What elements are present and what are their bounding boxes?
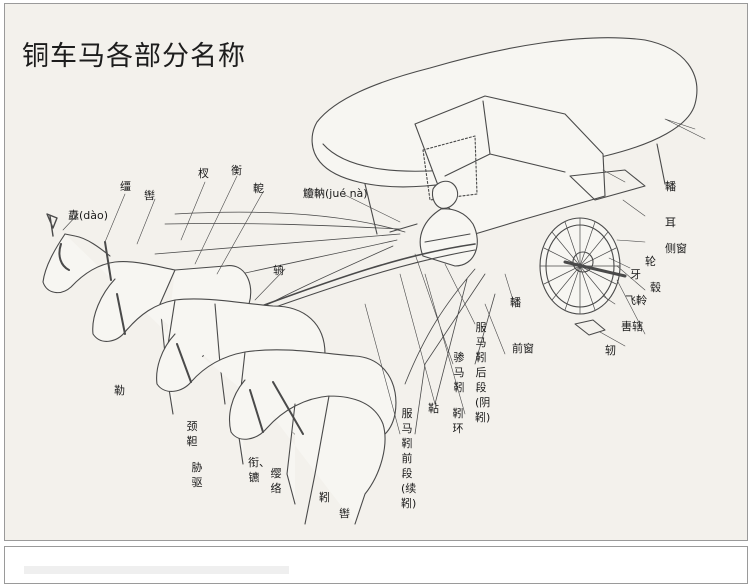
label-zhou: 辀 [273,264,284,277]
label-e: 軶 [253,182,264,195]
caption-box [4,546,748,584]
label-fuma-houduan: 服马靷后段(阴靷) [475,321,491,424]
label-jingtuo: 颈靼 [186,420,198,448]
page-title: 铜车马各部分名称 [22,41,246,72]
label-canma-yin: 骖马靷 [453,351,465,394]
label-xiequ: 胁驱 [191,461,203,489]
label-juena: 觼軜(jué nà) [303,187,368,200]
label-cheng2: 辔 [339,507,350,520]
label-xiantuan: 䩞 [428,402,439,415]
label-fan: 轓 [510,296,521,309]
label-jiang: 缰 [120,180,131,193]
label-fuma-qianduan: 服马靷前段(续靷) [401,407,417,510]
label-cechuang: 侧窗 [665,242,687,255]
label-heng: 衡 [231,164,242,177]
chariot-drawing [42,37,706,525]
label-cheng: 辔 [144,189,155,202]
label-ya: 牙 [630,268,641,281]
label-xianbiao: 衔、镳 [248,456,270,484]
caption-placeholder [24,566,289,574]
label-er: 耳 [665,216,676,229]
label-fan2: 轓 [665,180,676,193]
label-gu: 毂 [650,281,661,294]
label-yinhuan: 靷环 [452,407,464,435]
label-yingluo: 缨络 [270,467,282,495]
label-dao: 纛(dào) [68,209,109,222]
label-le: 勒 [114,384,125,397]
label-ren: 轫 [605,344,616,357]
label-wei-xia: 軎辖 [621,320,643,333]
label-lun: 轮 [645,255,656,268]
diagram-frame: 铜车马各部分名称 纛(dào) 缰 辔 杈 衡 軶 觼軜(jué nà) 辀 勒… [4,3,748,541]
label-cha: 杈 [198,167,209,180]
label-yin: 靷 [319,491,330,504]
label-qianchuang: 前窗 [512,342,534,355]
label-feiling: 飞軨 [625,294,647,307]
